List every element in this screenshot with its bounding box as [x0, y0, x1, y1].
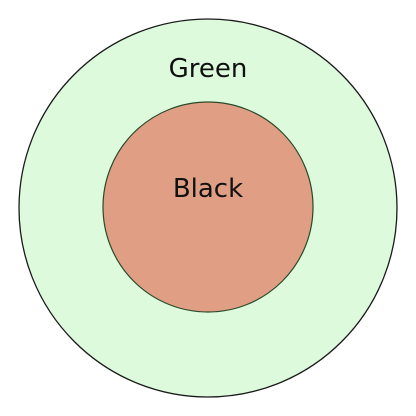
inner-circle	[102, 101, 314, 313]
outer-circle-label: Green	[169, 54, 248, 84]
inner-circle-label: Black	[173, 174, 243, 204]
